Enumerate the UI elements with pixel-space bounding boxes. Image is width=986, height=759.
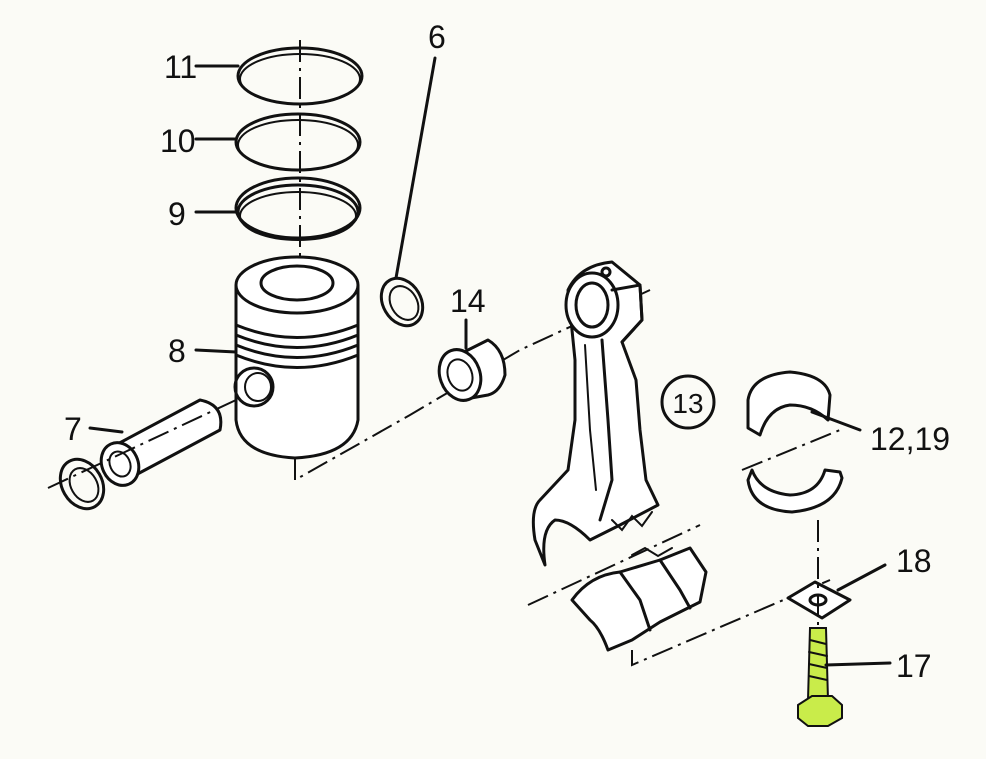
shell-axis <box>741 429 841 471</box>
big-end-axis <box>527 524 701 606</box>
rod-cap <box>570 546 708 652</box>
label-6: 6 <box>428 19 446 55</box>
circlip-left <box>58 457 106 511</box>
callout-circle-13 <box>660 374 716 430</box>
piston-ring-9 <box>234 176 362 241</box>
bolt <box>797 627 843 727</box>
label-18: 18 <box>896 543 932 579</box>
label-13: 13 <box>672 388 703 419</box>
connecting-rod <box>531 260 660 567</box>
piston-axis <box>294 289 651 482</box>
label-11: 11 <box>164 49 197 85</box>
pin-axis <box>47 399 237 489</box>
small-end-bush <box>437 338 507 402</box>
label-7: 7 <box>64 411 82 447</box>
circlip-right <box>379 276 425 328</box>
bearing-shell-upper <box>746 370 832 437</box>
bearing-shell-lower <box>746 468 844 514</box>
label-17: 17 <box>896 648 932 684</box>
label-14: 14 <box>450 283 486 319</box>
leader-lines <box>88 56 892 667</box>
label-8: 8 <box>168 333 186 369</box>
piston-pin <box>99 398 223 487</box>
label-9: 9 <box>168 196 186 232</box>
label-12-19: 12,19 <box>870 421 950 457</box>
label-10: 10 <box>160 123 196 159</box>
piston-ring-10 <box>234 112 362 172</box>
piston <box>233 255 360 460</box>
